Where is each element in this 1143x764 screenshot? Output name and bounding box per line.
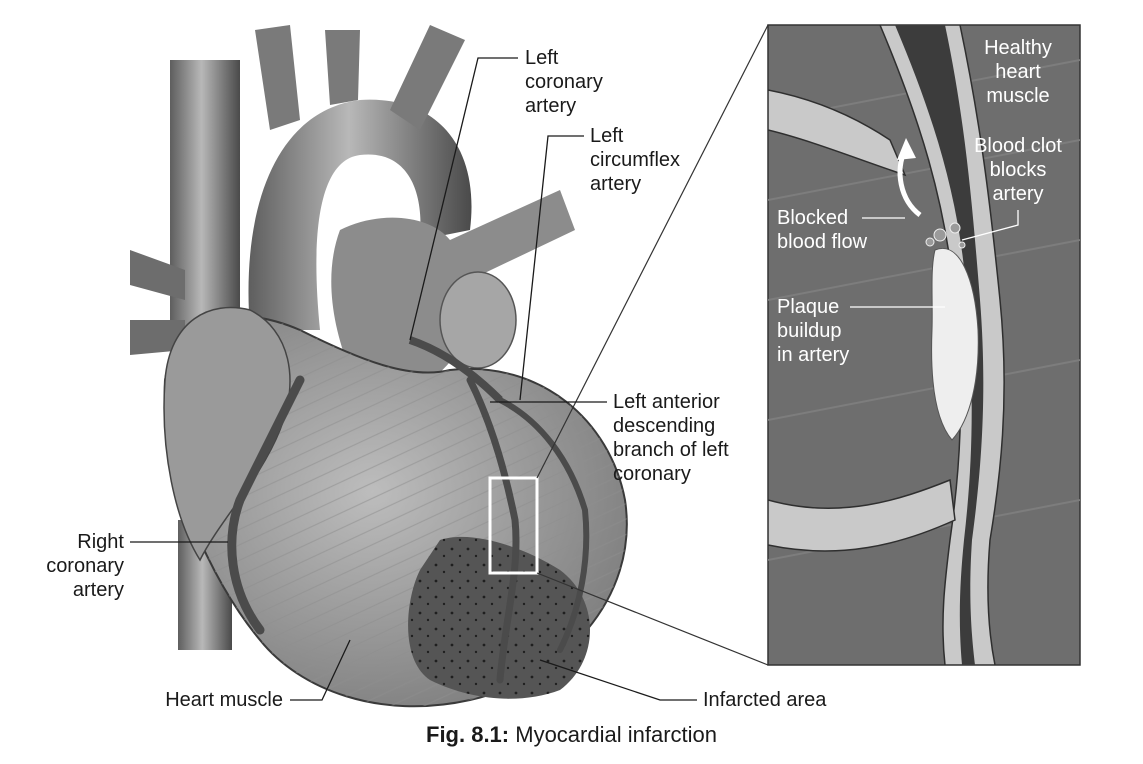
svg-text:buildup: buildup	[777, 320, 842, 342]
svg-text:muscle: muscle	[986, 85, 1049, 107]
svg-text:Blood clot: Blood clot	[974, 135, 1062, 157]
svg-text:Heart muscle: Heart muscle	[165, 689, 283, 711]
zoom-line-bottom	[536, 572, 769, 666]
svg-text:artery: artery	[590, 173, 641, 195]
plaque	[931, 247, 979, 441]
label-healthy-heart-muscle: Healthy heart muscle	[984, 37, 1052, 107]
artery-cross-section-inset	[767, 24, 1081, 666]
svg-text:coronary: coronary	[525, 71, 603, 93]
pulmonary-veins-right	[130, 250, 185, 355]
svg-text:artery: artery	[525, 95, 576, 117]
superior-vena-cava	[170, 60, 240, 330]
svg-text:Healthy: Healthy	[984, 37, 1052, 59]
figure-title: Myocardial infarction	[515, 722, 717, 747]
left-coronary-artery-vessel	[408, 336, 503, 403]
figure-caption: Fig. 8.1: Myocardial infarction	[0, 722, 1143, 748]
svg-text:Left anterior: Left anterior	[613, 391, 720, 413]
svg-text:Plaque: Plaque	[777, 296, 839, 318]
svg-text:branch of left: branch of left	[613, 439, 729, 461]
label-infarcted-area: Infarcted area	[539, 659, 827, 711]
left-atrium	[439, 271, 517, 369]
svg-text:coronary: coronary	[613, 463, 691, 485]
svg-text:blood flow: blood flow	[777, 231, 868, 253]
label-left-coronary-artery: Left coronary artery	[409, 47, 603, 341]
label-blocked-blood-flow: Blocked blood flow	[777, 207, 905, 253]
heart-illustration	[130, 24, 769, 708]
svg-text:Left: Left	[590, 125, 624, 147]
infarct-dots	[408, 536, 590, 699]
artery-lumen	[895, 25, 984, 665]
aortic-branches	[255, 25, 465, 130]
svg-text:Infarcted area: Infarcted area	[703, 689, 827, 711]
blockage-highlight-box	[488, 476, 539, 575]
svg-text:artery: artery	[73, 579, 124, 601]
circumflex-vessel	[497, 397, 590, 653]
lad-vessel	[466, 376, 520, 684]
right-coronary-artery-vessel	[227, 375, 305, 635]
svg-text:blocks: blocks	[990, 159, 1047, 181]
svg-text:coronary: coronary	[46, 555, 124, 577]
svg-text:Right: Right	[77, 531, 124, 553]
blood-clot	[925, 222, 966, 249]
svg-text:artery: artery	[992, 183, 1043, 205]
figure-number: Fig. 8.1:	[426, 722, 510, 747]
svg-text:descending: descending	[613, 415, 715, 437]
svg-text:Left: Left	[525, 47, 559, 69]
label-right-coronary-artery: Right coronary artery	[46, 531, 228, 601]
label-blood-clot-blocks-artery: Blood clot blocks artery	[961, 135, 1062, 241]
svg-text:Blocked: Blocked	[777, 207, 848, 229]
aortic-arch	[248, 99, 472, 330]
label-left-circumflex-artery: Left circumflex artery	[519, 125, 680, 401]
label-plaque-buildup: Plaque buildup in artery	[777, 296, 945, 366]
svg-text:heart: heart	[995, 61, 1041, 83]
svg-text:circumflex: circumflex	[590, 149, 680, 171]
label-left-anterior-descending: Left anterior descending branch of left …	[490, 391, 729, 485]
svg-text:in artery: in artery	[777, 344, 849, 366]
label-heart-muscle: Heart muscle	[165, 639, 351, 711]
